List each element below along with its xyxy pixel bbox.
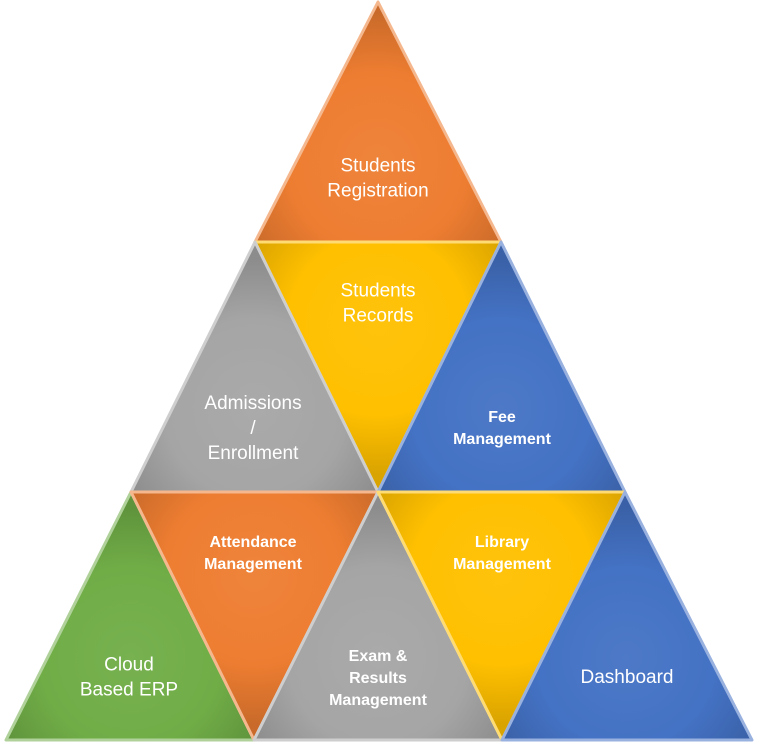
label-line-students-registration-1: Registration <box>327 181 428 202</box>
label-line-admissions-enrollment-1: / <box>250 418 256 439</box>
label-line-admissions-enrollment-0: Admissions <box>204 393 301 414</box>
label-line-students-records-1: Records <box>343 306 414 327</box>
label-line-fee-management-1: Management <box>453 431 551 448</box>
label-line-exam-results-management-1: Results <box>349 670 407 687</box>
label-line-students-records-0: Students <box>341 281 416 302</box>
label-line-cloud-based-erp-1: Based ERP <box>80 680 178 701</box>
label-line-fee-management-0: Fee <box>488 409 516 426</box>
label-line-library-management-1: Management <box>453 556 551 573</box>
label-line-cloud-based-erp-0: Cloud <box>104 655 154 676</box>
label-line-attendance-management-1: Management <box>204 556 302 573</box>
label-line-exam-results-management-2: Management <box>329 692 427 709</box>
triangle-dashboard <box>500 490 754 742</box>
label-admissions-enrollment: Admissions / Enrollment <box>204 393 301 464</box>
label-line-admissions-enrollment-2: Enrollment <box>208 443 300 464</box>
label-line-attendance-management-0: Attendance <box>209 534 296 551</box>
label-line-library-management-0: Library <box>475 534 529 551</box>
triangle-students-registration <box>253 0 503 244</box>
label-dashboard: Dashboard <box>581 667 674 688</box>
label-line-exam-results-management-0: Exam & <box>349 648 408 665</box>
label-line-students-registration-0: Students <box>341 156 416 177</box>
label-line-dashboard-0: Dashboard <box>581 667 674 688</box>
